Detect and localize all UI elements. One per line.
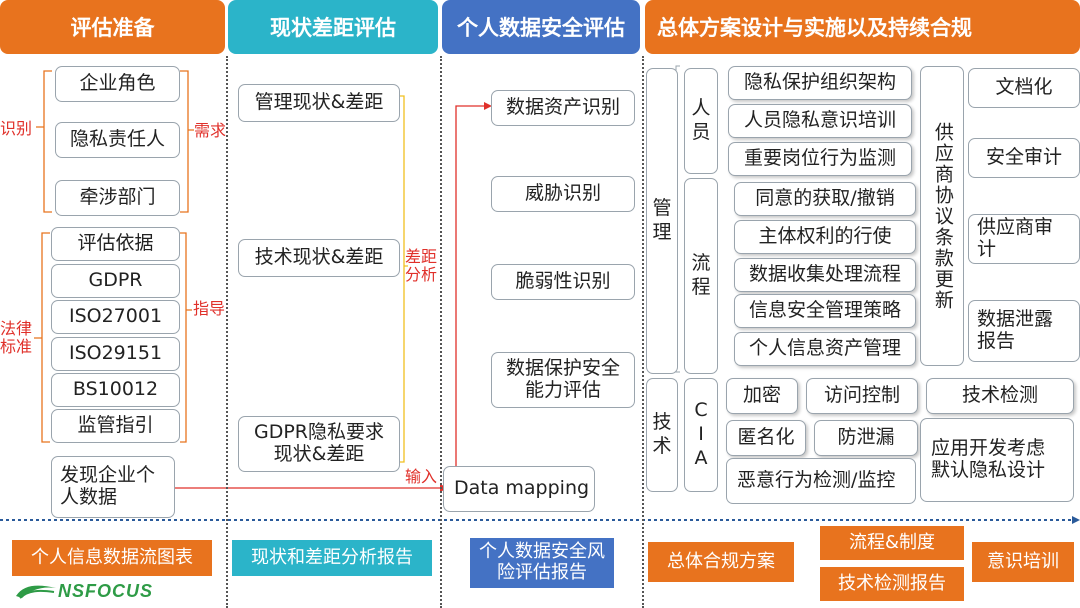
discover-personal-data: 发现企业个人数据 xyxy=(51,456,175,518)
input-label: 输入 xyxy=(405,467,438,486)
vulnerability-identification: 脆弱性识别 xyxy=(491,264,635,300)
process-item-asset-mgmt: 个人信息资产管理 xyxy=(734,332,916,366)
process-item-security-policy: 信息安全管理策略 xyxy=(734,294,916,328)
tech-item-detection: 技术检测 xyxy=(926,378,1074,414)
personnel-label: 人员 xyxy=(684,68,718,174)
personnel-item-monitoring: 重要岗位行为监测 xyxy=(728,142,912,176)
supplier-agreement-update: 供应商协议条款更新 xyxy=(920,66,964,366)
footer-detection-report: 技术检测报告 xyxy=(820,567,964,601)
process-label: 流程 xyxy=(684,178,718,374)
law-standard-label: 法律标准 xyxy=(0,319,33,356)
logo-text: NSFOCUS xyxy=(58,580,154,601)
right-item-audit: 安全审计 xyxy=(968,138,1080,178)
law-item-basis: 评估依据 xyxy=(51,227,180,261)
protection-capability-assessment: 数据保护安全能力评估 xyxy=(491,352,635,408)
identify-item-role: 企业角色 xyxy=(55,66,180,102)
identify-label: 识别 xyxy=(0,119,33,138)
technology-label: 技术 xyxy=(646,378,678,492)
threat-identification: 威胁识别 xyxy=(491,176,635,212)
tech-item-encryption: 加密 xyxy=(726,378,798,414)
law-item-bs10012: BS10012 xyxy=(51,373,180,407)
management-label: 管理 xyxy=(646,68,678,374)
process-item-consent: 同意的获取/撤销 xyxy=(734,182,916,216)
tech-item-dlp: 防泄漏 xyxy=(814,420,918,456)
personnel-item-training: 人员隐私意识培训 xyxy=(728,104,912,138)
header-assessment-prep: 评估准备 xyxy=(0,0,225,54)
gap-item-gdpr: GDPR隐私要求现状&差距 xyxy=(238,416,400,472)
footer-process-policy: 流程&制度 xyxy=(820,526,964,560)
gap-analysis-label: 差距分析 xyxy=(405,247,438,284)
nsfocus-logo: NSFOCUS xyxy=(14,580,153,602)
guide-label: 指导 xyxy=(193,299,226,318)
tech-item-anonymization: 匿名化 xyxy=(726,420,806,456)
process-item-collection: 数据收集处理流程 xyxy=(734,258,916,292)
footer-risk-report: 个人数据安全风险评估报告 xyxy=(470,538,614,588)
identify-item-privacy-owner: 隐私责任人 xyxy=(55,122,180,158)
right-item-breach-report: 数据泄露报告 xyxy=(968,300,1080,362)
process-item-rights: 主体权利的行使 xyxy=(734,220,916,254)
tech-item-malicious-detection: 恶意行为检测/监控 xyxy=(726,458,916,504)
header-gap-assessment: 现状差距评估 xyxy=(228,0,438,54)
gap-item-management: 管理现状&差距 xyxy=(238,84,400,122)
divider-1 xyxy=(226,56,228,608)
needs-label: 需求 xyxy=(194,121,227,140)
right-item-supplier-audit: 供应商审计 xyxy=(968,214,1080,264)
tech-item-privacy-by-design: 应用开发考虑默认隐私设计 xyxy=(920,418,1074,502)
law-item-iso29151: ISO29151 xyxy=(51,337,180,371)
tech-item-access-control: 访问控制 xyxy=(806,378,918,414)
right-item-documentation: 文档化 xyxy=(968,68,1080,108)
footer-gap-report: 现状和差距分析报告 xyxy=(232,540,432,576)
header-design-compliance: 总体方案设计与实施以及持续合规 xyxy=(645,0,1080,54)
divider-3 xyxy=(642,56,644,608)
data-mapping: Data mapping xyxy=(443,466,595,512)
footer-data-flow-chart: 个人信息数据流图表 xyxy=(12,540,212,576)
data-asset-identification: 数据资产识别 xyxy=(491,90,635,126)
gap-item-technology: 技术现状&差距 xyxy=(238,239,400,277)
nsfocus-logo-icon xyxy=(16,585,56,599)
divider-2 xyxy=(440,56,442,608)
law-item-regulatory: 监管指引 xyxy=(51,409,180,443)
identify-item-departments: 牵涉部门 xyxy=(55,180,180,216)
law-item-gdpr: GDPR xyxy=(51,264,180,298)
footer-awareness-training: 意识培训 xyxy=(972,542,1074,582)
personnel-item-org: 隐私保护组织架构 xyxy=(728,66,912,100)
footer-compliance-plan: 总体合规方案 xyxy=(648,542,794,582)
header-data-security: 个人数据安全评估 xyxy=(442,0,640,54)
law-item-iso27001: ISO27001 xyxy=(51,300,180,334)
